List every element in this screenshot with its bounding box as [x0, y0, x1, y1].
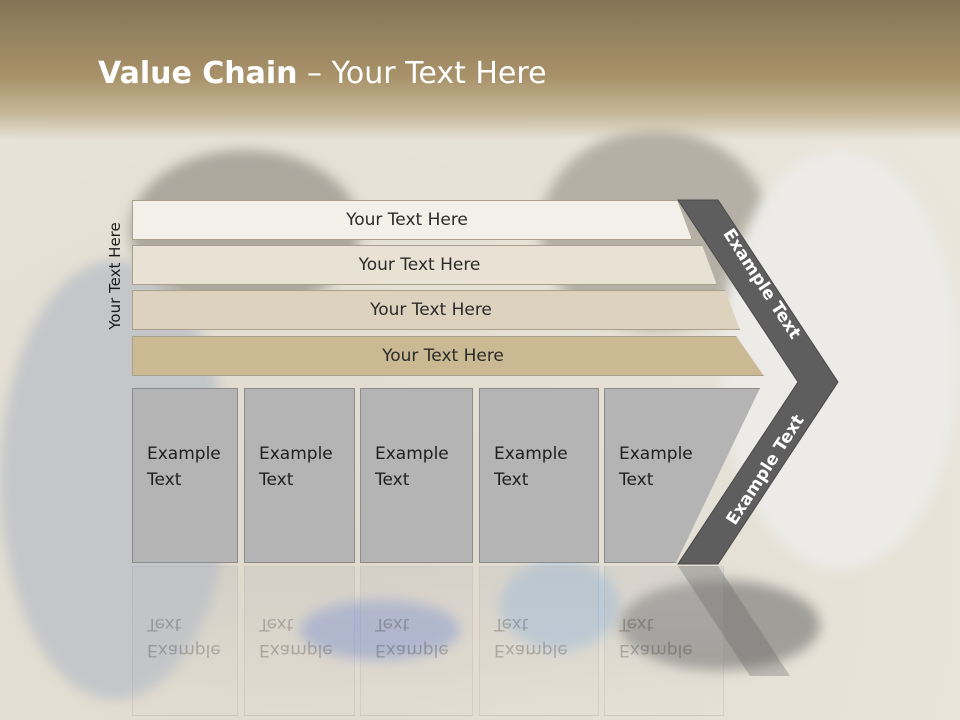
box-4: Example Text [479, 388, 599, 563]
row-1: Your Text Here [132, 200, 692, 240]
reflection-5: Example Text [604, 566, 724, 716]
reflection-1: Example Text [132, 566, 238, 716]
box-line2: Text [375, 470, 410, 490]
header-band [0, 0, 960, 140]
row-label: Your Text Here [382, 346, 504, 366]
title-rest: – Your Text Here [297, 56, 547, 91]
row-3: Your Text Here [132, 290, 740, 330]
reflection-4: Example Text [479, 566, 599, 716]
box-line1: Example [375, 444, 449, 464]
side-label: Your Text Here [100, 200, 130, 352]
reflection-line1: Example [259, 640, 333, 660]
box-line2: Text [147, 470, 182, 490]
box-line1: Example [494, 444, 568, 464]
box-line2: Text [259, 470, 294, 490]
box-line1: Example [259, 444, 333, 464]
box-3: Example Text [360, 388, 473, 563]
reflection-line1: Example [619, 640, 693, 660]
box-2: Example Text [244, 388, 355, 563]
box-line2: Text [619, 470, 654, 490]
reflection-line1: Example [375, 640, 449, 660]
reflection-line2: Text [147, 614, 182, 634]
box-line1: Example [619, 444, 693, 464]
row-label: Your Text Here [358, 255, 481, 275]
box-line1: Example [147, 444, 221, 464]
reflection-2: Example Text [244, 566, 355, 716]
title-bold: Value Chain [98, 56, 298, 91]
reflection-line1: Example [147, 640, 221, 660]
reflection-line2: Text [619, 614, 654, 634]
row-label: Your Text Here [346, 210, 468, 230]
reflection-3: Example Text [360, 566, 473, 716]
box-line2: Text [494, 470, 529, 490]
row-label: Your Text Here [370, 300, 492, 320]
row-4: Your Text Here [132, 336, 764, 376]
slide-title: Value Chain – Your Text Here [98, 56, 547, 91]
side-label-text: Your Text Here [106, 222, 124, 330]
box-1: Example Text [132, 388, 238, 563]
row-2: Your Text Here [132, 245, 717, 285]
reflection-line2: Text [375, 614, 410, 634]
reflection-line1: Example [494, 640, 568, 660]
reflection-line2: Text [494, 614, 529, 634]
reflection-line2: Text [259, 614, 294, 634]
